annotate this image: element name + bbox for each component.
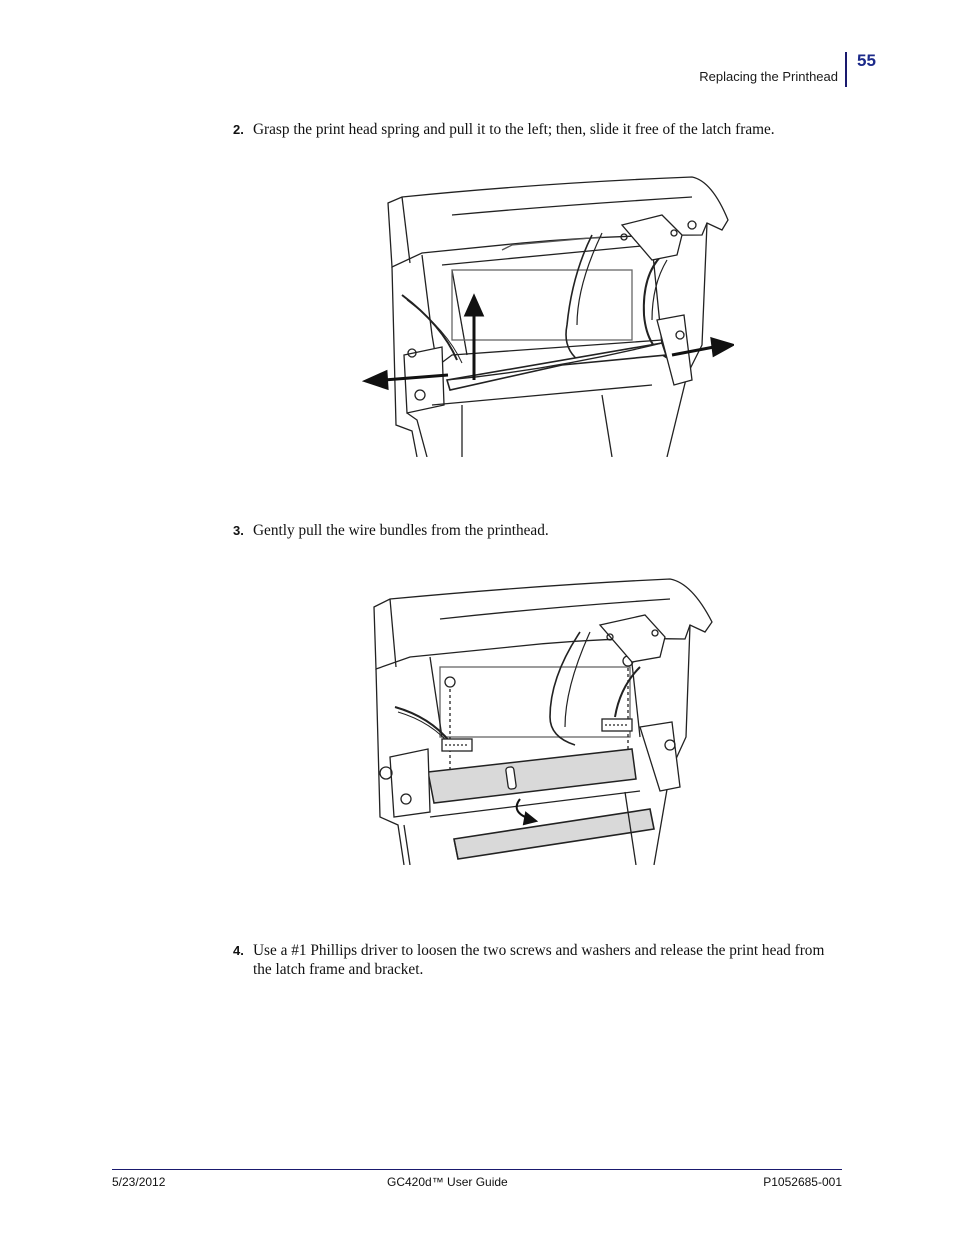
step-4: 4. Use a #1 Phillips driver to loosen th… <box>233 941 843 979</box>
printhead-wire-illustration <box>373 578 713 865</box>
header-divider <box>845 52 847 87</box>
step-text: Use a #1 Phillips driver to loosen the t… <box>253 942 825 978</box>
step-number: 4. <box>233 943 244 958</box>
step-number: 2. <box>233 122 244 137</box>
printer-spring-illustration <box>362 176 734 457</box>
step-2: 2. Grasp the print head spring and pull … <box>233 120 843 139</box>
step-number: 3. <box>233 523 244 538</box>
running-header-title: Replacing the Printhead <box>699 69 838 84</box>
step-text: Gently pull the wire bundles from the pr… <box>253 522 549 539</box>
footer-guide-title: GC420d™ User Guide <box>387 1175 508 1189</box>
page-number: 55 <box>857 51 876 70</box>
footer-date: 5/23/2012 <box>112 1175 166 1189</box>
footer-divider <box>112 1169 842 1170</box>
footer-part-number: P1052685-001 <box>763 1175 842 1189</box>
step-text: Grasp the print head spring and pull it … <box>253 121 775 138</box>
step-3: 3. Gently pull the wire bundles from the… <box>233 521 843 540</box>
